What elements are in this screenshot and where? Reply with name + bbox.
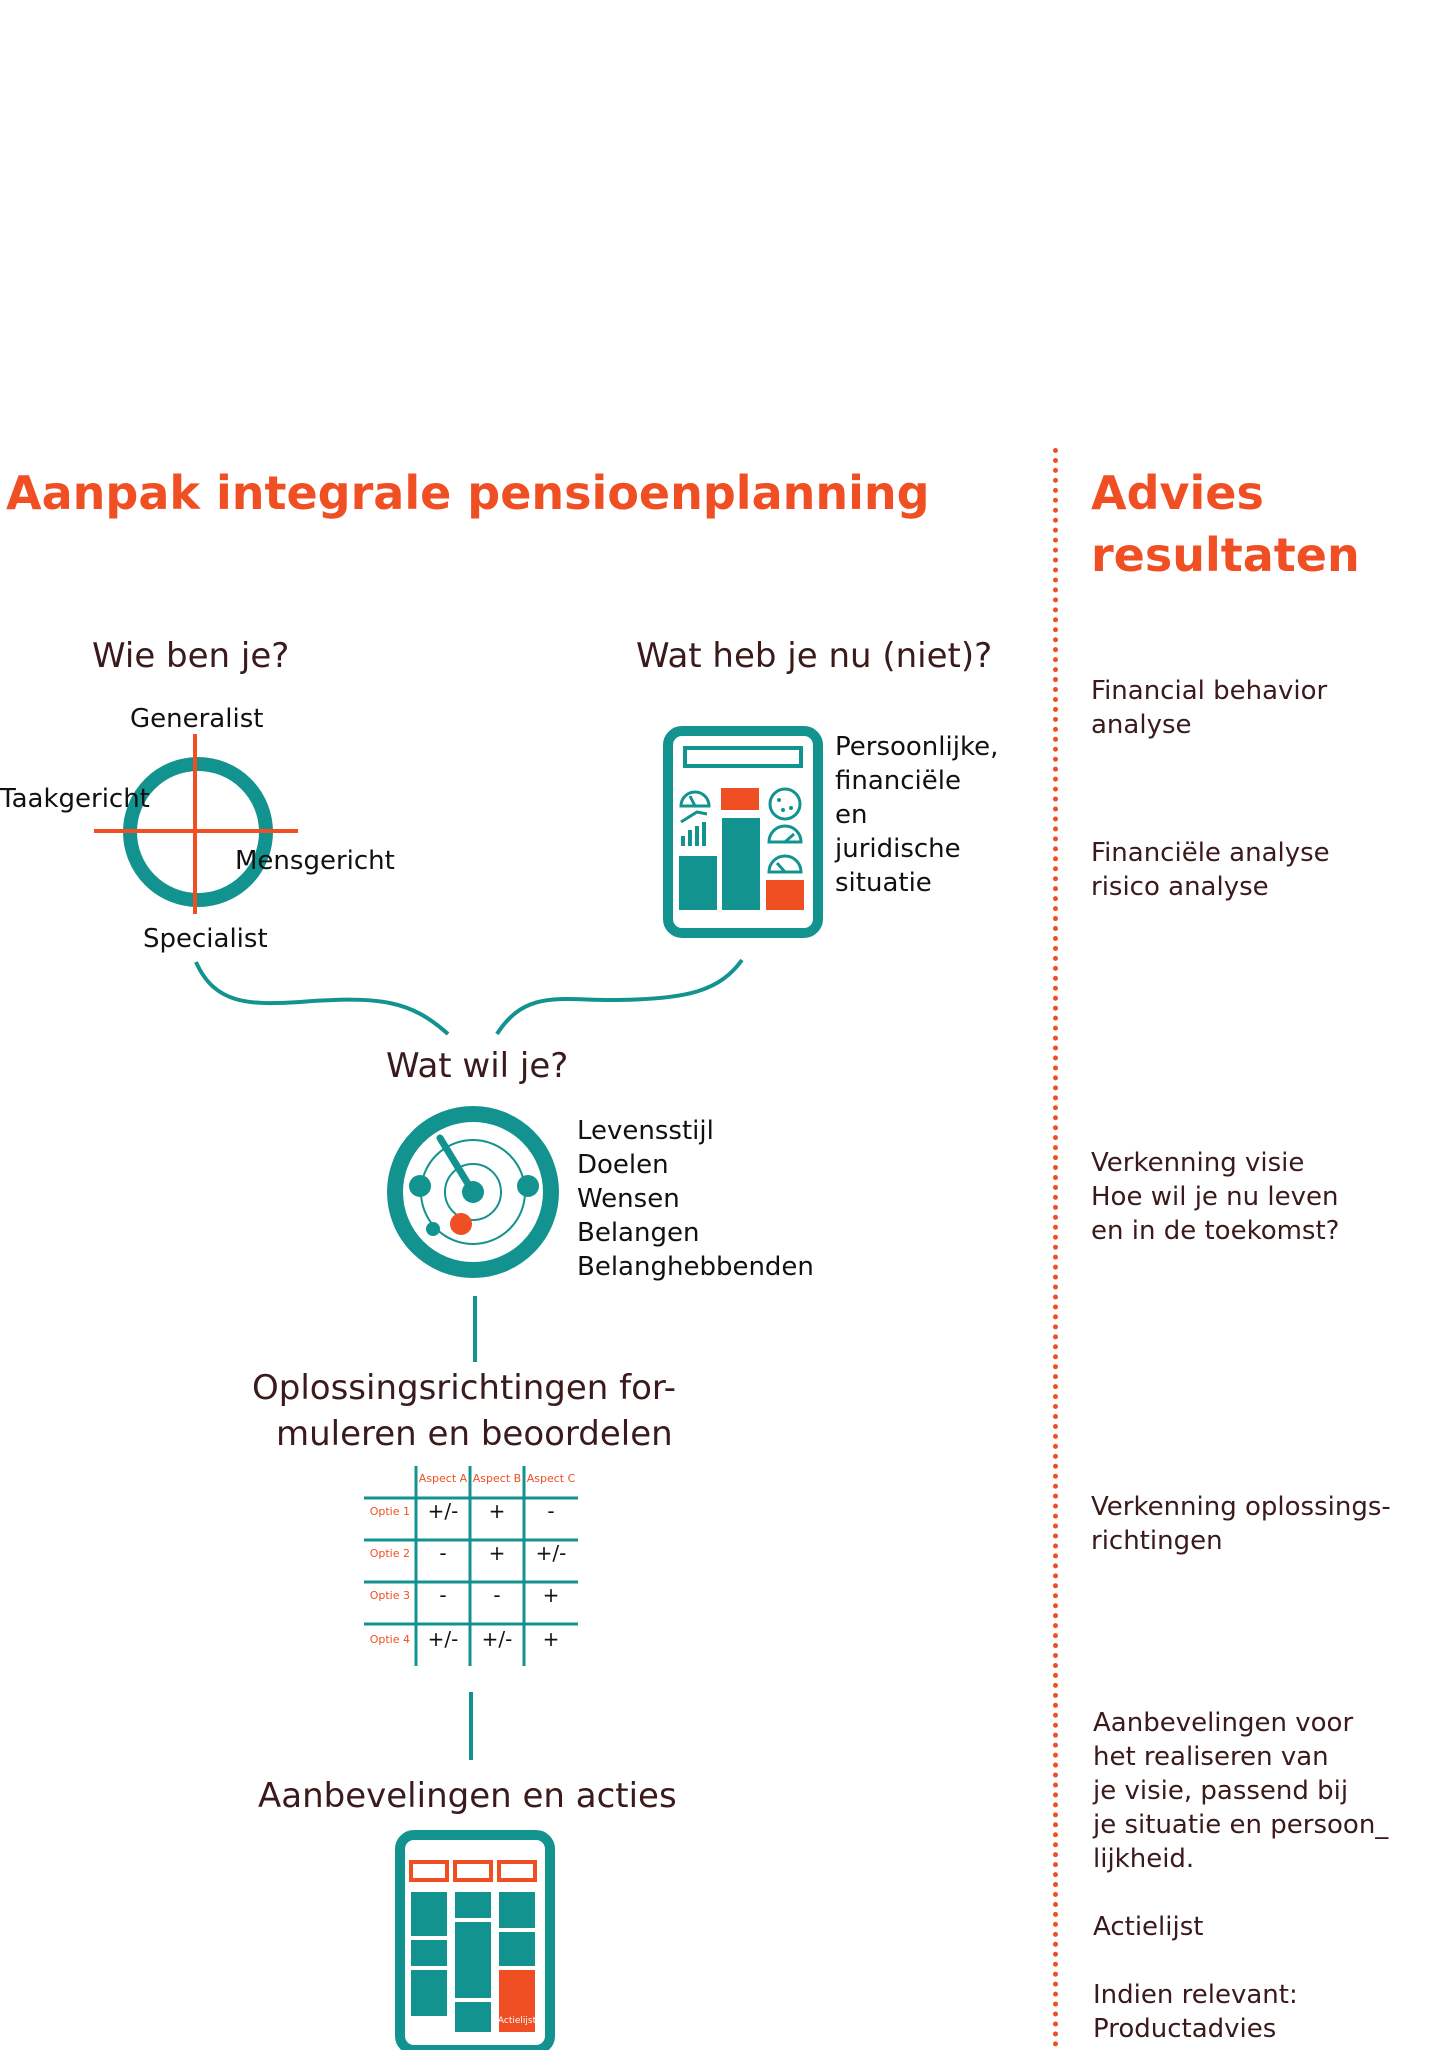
result-line: analyse [1091, 710, 1192, 740]
connector-curves [194, 958, 744, 1036]
radar-icon [387, 1106, 559, 1278]
actielijst-badge-text: Actielijst [498, 2016, 537, 2026]
result-line: Aanbevelingen voor [1093, 1708, 1354, 1738]
result-line: Indien relevant: [1093, 1980, 1298, 2010]
result-line: en in de toekomst? [1091, 1216, 1340, 1246]
who-top-label: Generalist [130, 704, 264, 734]
table-cell: - [439, 1583, 446, 1607]
have-line: Persoonlijke, [835, 732, 999, 762]
result-recommendations: Aanbevelingen voor het realiseren van je… [1093, 1706, 1388, 1876]
action-list-tablet-icon: Actielijst [395, 1830, 555, 2050]
table-column-header: Aspect B [473, 1472, 521, 1485]
table-cell: - [547, 1499, 554, 1523]
table-cell: - [439, 1541, 446, 1565]
have-heading: Wat heb je nu (niet)? [636, 636, 993, 676]
want-line: Levensstijl [577, 1116, 714, 1146]
dashboard-tablet-icon [663, 726, 823, 938]
table-row-label: Optie 4 [370, 1633, 410, 1646]
who-bottom-label: Specialist [143, 924, 268, 954]
have-line: juridische [835, 834, 961, 864]
solutions-heading-line2: muleren en beoordelen [276, 1414, 673, 1454]
result-line: Verkenning oplossings- [1091, 1492, 1391, 1522]
connector-line-1 [473, 1296, 477, 1362]
have-line: financiële [835, 766, 962, 796]
want-text: Levensstijl Doelen Wensen Belangen Belan… [577, 1114, 814, 1284]
result-financial-analysis: Financiële analyse risico analyse [1091, 836, 1330, 904]
table-cell: + [543, 1627, 560, 1651]
result-line: Productadvies [1093, 2014, 1277, 2044]
want-line: Belanghebbenden [577, 1252, 814, 1282]
result-vision: Verkenning visie Hoe wil je nu leven en … [1091, 1146, 1339, 1248]
result-financial-behavior: Financial behavior analyse [1091, 674, 1327, 742]
solutions-heading-line1: Oplossingsrichtingen for- [252, 1368, 677, 1408]
connector-line-2 [469, 1692, 473, 1760]
have-text: Persoonlijke, financiële en juridische s… [835, 730, 998, 900]
result-line: lijkheid. [1093, 1844, 1195, 1874]
table-cell: +/- [482, 1627, 513, 1651]
result-line: Financiële analyse [1091, 838, 1330, 868]
result-line: je visie, passend bij [1093, 1776, 1349, 1806]
want-line: Belangen [577, 1218, 700, 1248]
actions-heading: Aanbevelingen en acties [258, 1776, 677, 1816]
want-line: Wensen [577, 1184, 680, 1214]
table-cell: + [543, 1583, 560, 1607]
result-line: richtingen [1091, 1526, 1223, 1556]
page-title: Aanpak integrale pensioenplanning [6, 466, 930, 520]
table-row-label: Optie 3 [370, 1589, 410, 1602]
result-line: Hoe wil je nu leven [1091, 1182, 1339, 1212]
result-line: Verkenning visie [1091, 1148, 1305, 1178]
options-table: Aspect A Aspect B Aspect C Optie 1 +/- + - Opti… [364, 1466, 578, 1666]
have-line: situatie [835, 868, 932, 898]
result-line: je situatie en persoon_ [1093, 1810, 1389, 1840]
quadrant-target-icon [94, 734, 298, 914]
result-action-list: Actielijst [1093, 1910, 1203, 1944]
who-right-label: Mensgericht [235, 846, 395, 876]
results-title-line1: Advies [1091, 466, 1264, 520]
table-cell: + [489, 1499, 506, 1523]
table-row-label: Optie 1 [370, 1505, 410, 1518]
table-row-label: Optie 2 [370, 1547, 410, 1560]
table-cell: +/- [428, 1499, 459, 1523]
result-line: Financial behavior [1091, 676, 1328, 706]
table-cell: + [489, 1541, 506, 1565]
want-heading: Wat wil je? [386, 1046, 569, 1086]
table-cell: - [493, 1583, 500, 1607]
results-title-line2: resultaten [1091, 528, 1360, 582]
who-left-label: Taakgericht [0, 784, 150, 814]
have-line: en [835, 800, 868, 830]
want-line: Doelen [577, 1150, 669, 1180]
who-heading: Wie ben je? [92, 636, 290, 676]
result-line: Actielijst [1093, 1912, 1204, 1942]
dotted-divider [1053, 448, 1058, 2048]
result-line: risico analyse [1091, 872, 1269, 902]
result-line: het realiseren van [1093, 1742, 1329, 1772]
table-column-header: Aspect C [527, 1472, 576, 1485]
result-solutions: Verkenning oplossings- richtingen [1091, 1490, 1391, 1558]
table-cell: +/- [536, 1541, 567, 1565]
table-column-header: Aspect A [419, 1472, 468, 1485]
table-cell: +/- [428, 1627, 459, 1651]
result-product-advice: Indien relevant: Productadvies [1093, 1978, 1298, 2046]
